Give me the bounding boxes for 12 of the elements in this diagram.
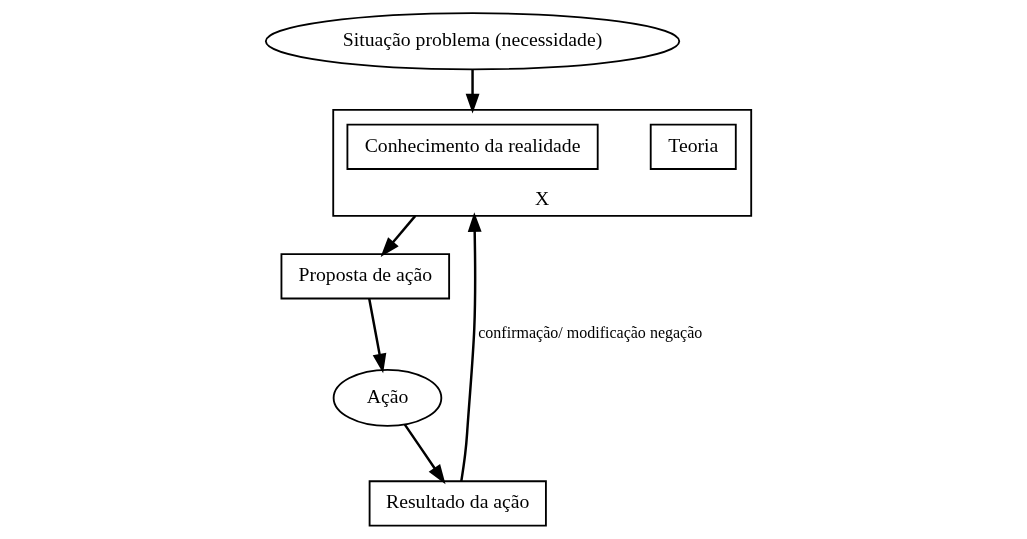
arrow	[403, 423, 446, 485]
arrow	[460, 212, 482, 482]
node-box: Teoria	[649, 123, 737, 170]
node-box: Conhecimento da realidade	[346, 123, 599, 170]
node-ellipse: Situação problema (necessidade)	[264, 12, 681, 71]
edge-label: confirmação/ modificação negação	[478, 324, 703, 342]
arrow	[465, 69, 480, 114]
node-box: Resultado da ação	[368, 480, 547, 527]
node-ellipse: Ação	[332, 368, 443, 427]
arrow	[368, 298, 387, 374]
arrow	[380, 215, 417, 257]
node-box: Proposta de ação	[280, 253, 451, 300]
